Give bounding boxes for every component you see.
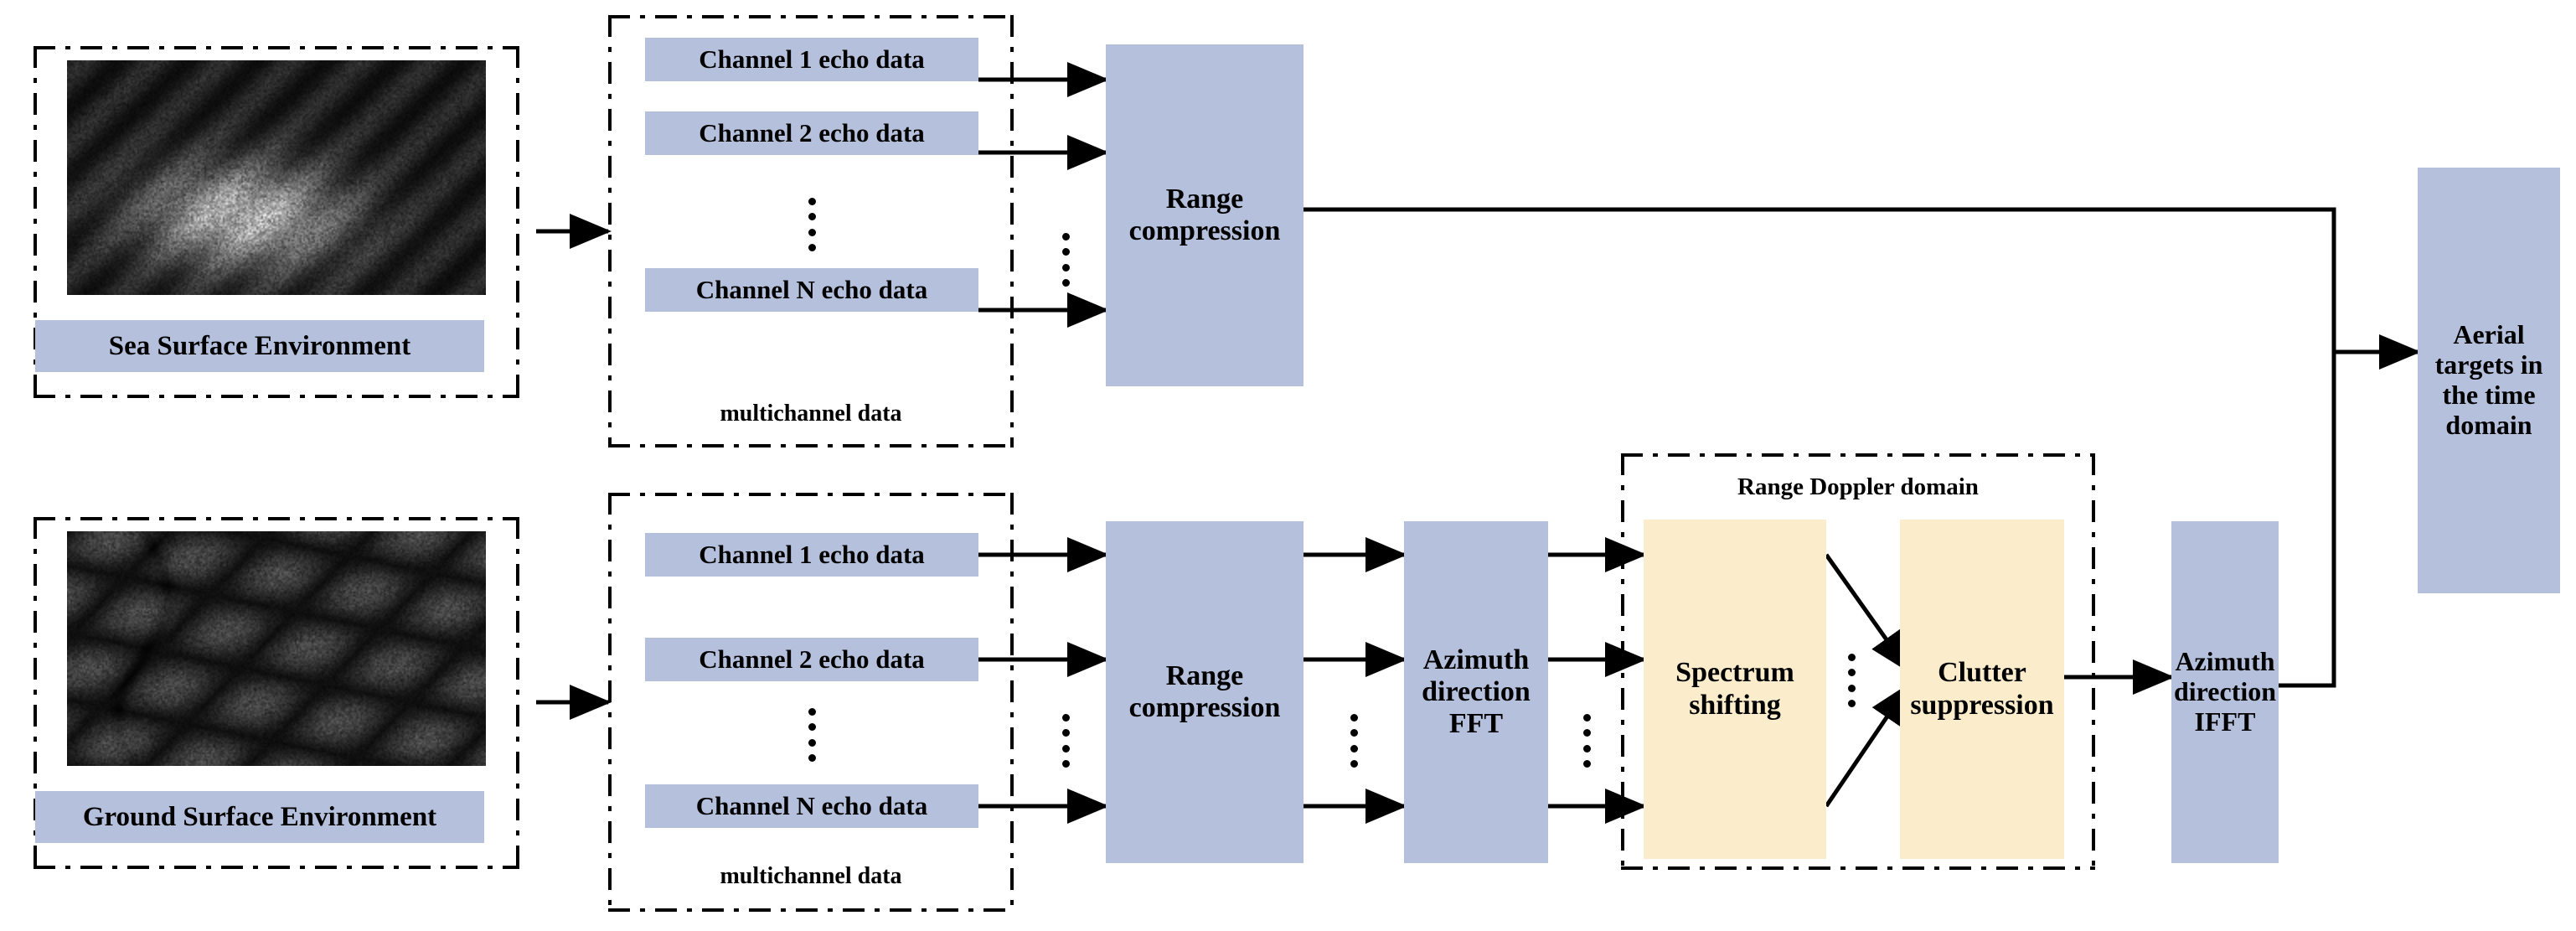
spectrum-shifting-block[interactable]: Spectrum shifting	[1644, 520, 1826, 859]
top-channel-n-echo-data[interactable]: Channel N echo data	[645, 268, 978, 312]
azimuth-direction-fft-block[interactable]: Azimuth direction FFT	[1404, 521, 1548, 863]
bottom-multichannel-caption: multichannel data	[608, 863, 1014, 890]
bottom-channel-feed-ellipsis-icon	[1062, 714, 1070, 768]
ground-surface-environment-label: Ground Surface Environment	[35, 791, 484, 843]
top-channel-feed-ellipsis-icon	[1062, 233, 1070, 287]
top-channel-1-echo-data[interactable]: Channel 1 echo data	[645, 38, 978, 81]
ground-surface-sar-image	[67, 531, 486, 766]
bottom-range-compression-block[interactable]: Range compression	[1106, 521, 1303, 863]
azimuth-fft-output-ellipsis-icon	[1583, 714, 1591, 768]
top-channel-2-echo-data[interactable]: Channel 2 echo data	[645, 111, 978, 155]
bottom-channel-1-echo-data[interactable]: Channel 1 echo data	[645, 533, 978, 577]
bottom-channel-n-echo-data[interactable]: Channel N echo data	[645, 784, 978, 828]
bottom-channel-2-echo-data[interactable]: Channel 2 echo data	[645, 638, 978, 681]
sea-surface-environment-label: Sea Surface Environment	[35, 320, 484, 372]
top-range-compression-block[interactable]: Range compression	[1106, 44, 1303, 386]
aerial-targets-output-block[interactable]: Aerial targets in the time domain	[2418, 168, 2560, 593]
clutter-suppression-block[interactable]: Clutter suppression	[1900, 520, 2064, 859]
range-compression-output-ellipsis-icon	[1350, 714, 1358, 768]
range-doppler-domain-caption: Range Doppler domain	[1621, 473, 2095, 501]
top-multichannel-caption: multichannel data	[608, 401, 1014, 427]
range-doppler-ellipsis-icon	[1848, 654, 1856, 707]
bottom-multichannel-ellipsis-icon	[808, 708, 816, 762]
azimuth-direction-ifft-block[interactable]: Azimuth direction IFFT	[2171, 521, 2279, 863]
sea-surface-sar-image	[67, 60, 486, 295]
top-multichannel-ellipsis-icon	[808, 198, 816, 251]
